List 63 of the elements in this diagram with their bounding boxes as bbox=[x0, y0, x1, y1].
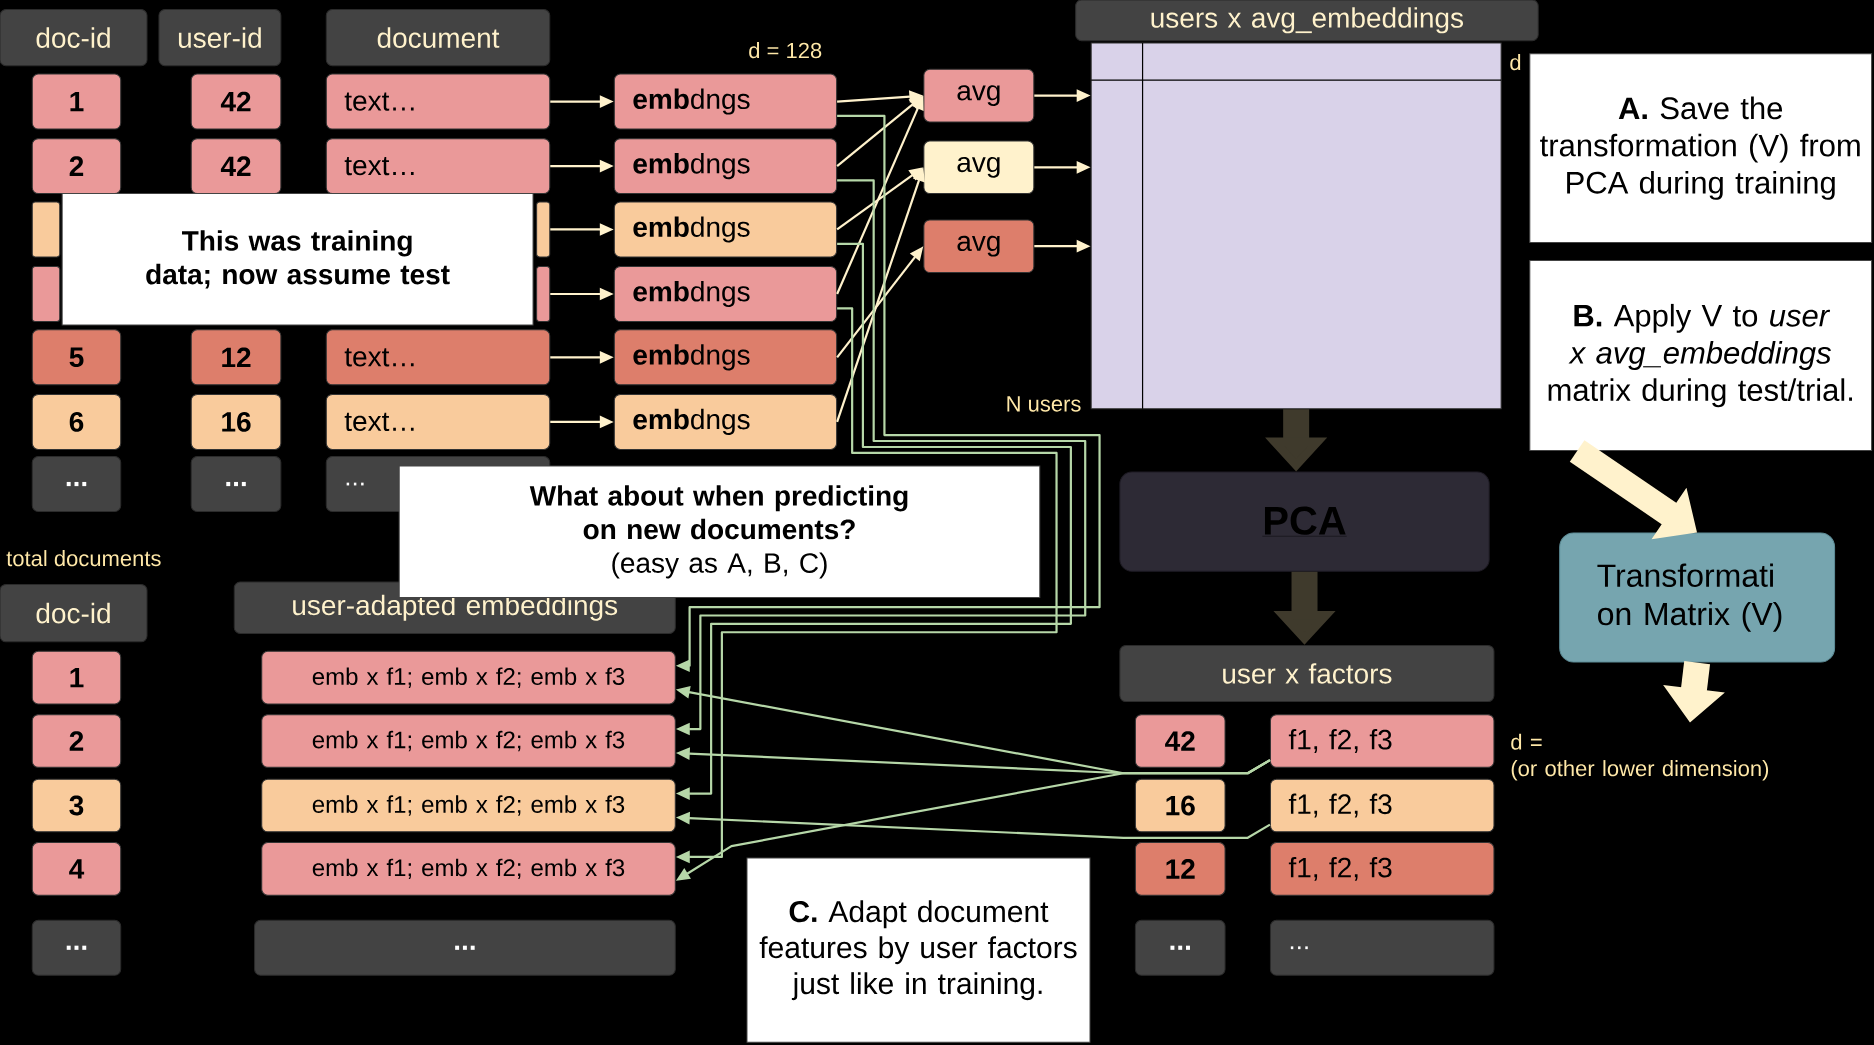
table-cell: avg bbox=[923, 140, 1035, 195]
table-cell: embdngs bbox=[613, 73, 838, 130]
table-cell: 1 bbox=[31, 650, 122, 705]
table-cell: 16 bbox=[1134, 778, 1226, 833]
table-cell: 42 bbox=[190, 73, 282, 130]
table-cell: text… bbox=[325, 329, 551, 386]
dimension-label: N users bbox=[1007, 396, 1081, 412]
table-cell: emb x f1; emb x f2; emb x f3 bbox=[261, 778, 676, 833]
table-cell: 2 bbox=[31, 138, 122, 195]
table-cell bbox=[536, 266, 551, 322]
table-cell: 5 bbox=[31, 329, 122, 386]
table-cell: ... bbox=[31, 456, 122, 513]
table-cell: f1, f2, f3 bbox=[1269, 778, 1495, 833]
table-cell: ... bbox=[1269, 919, 1495, 976]
table-cell: 42 bbox=[190, 138, 282, 195]
table-cell: 42 bbox=[1134, 714, 1226, 768]
table-cell: 16 bbox=[190, 393, 282, 450]
table-cell: 3 bbox=[31, 778, 122, 833]
callout-box: What about when predicting on new documents? (easy as A, B, C) bbox=[398, 465, 1041, 599]
table-cell: embdngs bbox=[613, 201, 838, 258]
table-cell: embdngs bbox=[613, 266, 838, 322]
column-header: user-id bbox=[158, 9, 282, 67]
table-cell: 12 bbox=[190, 329, 282, 386]
process-box: Transformati on Matrix (V) bbox=[1559, 532, 1836, 663]
callout-box: This was training data; now assume test bbox=[61, 193, 534, 326]
matrix-drawing bbox=[1090, 42, 1502, 410]
table-cell bbox=[31, 201, 61, 258]
table-cell: emb x f1; emb x f2; emb x f3 bbox=[261, 714, 676, 768]
table-cell: f1, f2, f3 bbox=[1269, 842, 1495, 896]
dimension-label: d = 128 bbox=[749, 42, 822, 59]
table-cell bbox=[31, 266, 61, 322]
table-cell: embdngs bbox=[613, 393, 838, 450]
callout-box: B. Apply V to user x avg_embeddings matrix during test/trial. bbox=[1529, 260, 1873, 452]
table-cell: embdngs bbox=[613, 329, 838, 386]
table-cell: text… bbox=[325, 393, 551, 450]
dimension-label: d bbox=[1510, 54, 1521, 71]
dimension-label: total documents bbox=[6, 550, 161, 567]
table-cell: embdngs bbox=[613, 138, 838, 195]
callout-box: A. Save the transformation (V) from PCA during training bbox=[1529, 53, 1873, 244]
annotation-text: d = (or other lower dimension) bbox=[1511, 733, 1769, 781]
column-header: users x avg_embeddings bbox=[1075, 0, 1539, 42]
table-cell: ... bbox=[31, 919, 122, 976]
column-header: doc-id bbox=[0, 583, 148, 643]
table-cell: ... bbox=[190, 456, 282, 513]
table-cell: 6 bbox=[31, 393, 122, 450]
column-header: document bbox=[325, 9, 551, 67]
column-header: doc-id bbox=[0, 9, 148, 67]
table-cell bbox=[536, 201, 551, 258]
table-cell: avg bbox=[923, 68, 1035, 123]
table-cell: text… bbox=[325, 73, 551, 130]
table-cell: text… bbox=[325, 138, 551, 195]
table-cell: 2 bbox=[31, 714, 122, 768]
table-cell: 4 bbox=[31, 842, 122, 896]
table-cell: ... bbox=[1134, 919, 1226, 976]
table-cell: emb x f1; emb x f2; emb x f3 bbox=[261, 650, 676, 705]
table-cell: f1, f2, f3 bbox=[1269, 714, 1495, 768]
table-cell: avg bbox=[923, 219, 1035, 273]
column-header: user x factors bbox=[1119, 644, 1495, 703]
table-cell: emb x f1; emb x f2; emb x f3 bbox=[261, 842, 676, 896]
table-cell: 1 bbox=[31, 73, 122, 130]
table-cell: ... bbox=[254, 919, 676, 976]
callout-box: C. Adapt document features by user factors just like in training. bbox=[746, 857, 1091, 1043]
table-cell: 12 bbox=[1134, 842, 1226, 896]
